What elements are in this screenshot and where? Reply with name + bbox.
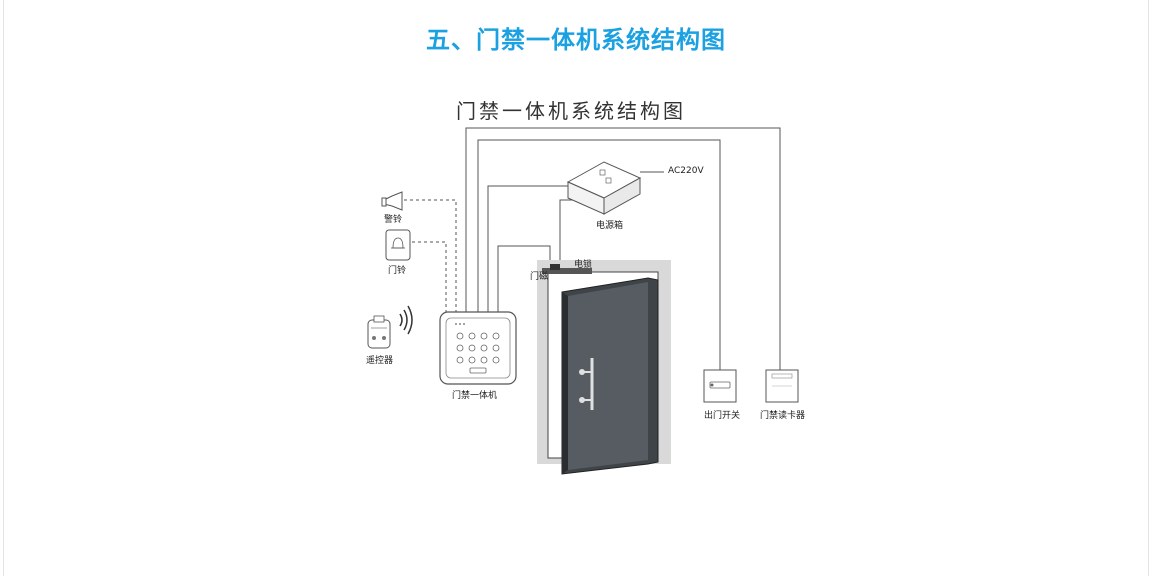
alarm-label: 警铃 xyxy=(384,215,403,225)
remote-icon xyxy=(367,315,391,349)
bell-icon xyxy=(381,191,403,211)
wire-alarm xyxy=(404,199,457,314)
card-reader-label: 门禁读卡器 xyxy=(760,411,806,421)
door-latch-label: 门磁 xyxy=(530,272,549,282)
doorbell-icon xyxy=(385,229,411,261)
page-frame xyxy=(3,0,1149,576)
keypad-icon xyxy=(439,311,517,385)
exit-switch-label: 出门开关 xyxy=(704,411,741,421)
power-box-icon xyxy=(566,161,642,215)
doorbell-label: 门铃 xyxy=(388,266,407,276)
electric-lock-label: 电锁 xyxy=(574,260,593,270)
access-unit-label: 门禁一体机 xyxy=(452,391,498,401)
power-input-label: AC220V xyxy=(668,166,704,176)
page-heading: 五、门禁一体机系统结构图 xyxy=(426,26,726,54)
wire-card-reader xyxy=(465,127,781,370)
diagram-title: 门禁一体机系统结构图 xyxy=(456,99,686,123)
wire-door-latch xyxy=(497,245,551,312)
wire-exit-switch xyxy=(477,139,721,370)
wireless-signal-icon xyxy=(399,305,413,335)
card-reader-icon xyxy=(765,369,799,403)
dashed-wiring xyxy=(404,199,457,314)
exit-button-icon xyxy=(703,369,737,403)
power-box-label: 电源箱 xyxy=(596,221,624,231)
wire-power-box xyxy=(487,185,572,312)
wire-doorbell xyxy=(412,241,447,314)
door-icon xyxy=(537,260,671,475)
remote-label: 遥控器 xyxy=(366,356,394,366)
